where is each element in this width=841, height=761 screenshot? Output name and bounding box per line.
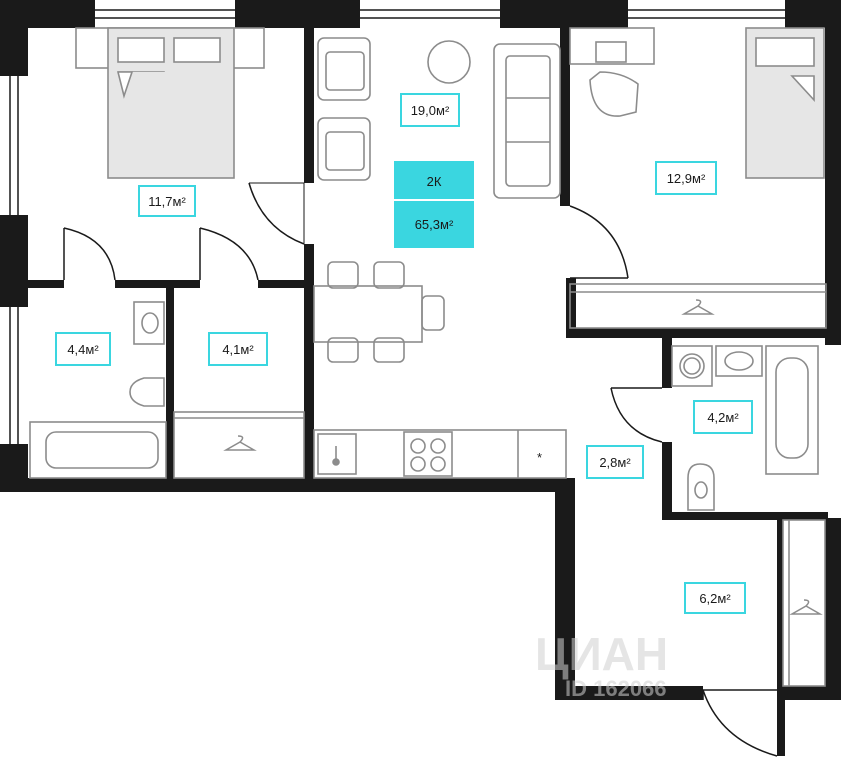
- dining-table: [313, 261, 445, 363]
- area-label-box: [586, 445, 644, 479]
- watermark-id: ID 162066: [565, 676, 667, 701]
- room-labels: [55, 93, 753, 614]
- area-label-box: [693, 400, 753, 434]
- kitchen-counter: *: [313, 429, 567, 479]
- area-label-box: [400, 93, 460, 127]
- double-bed: [75, 27, 265, 179]
- bathtub: [765, 345, 819, 475]
- armchair: [317, 37, 371, 101]
- area-label-box: [138, 185, 196, 217]
- hanger-icon: [789, 599, 823, 615]
- sink: [133, 301, 165, 345]
- toilet: [129, 377, 165, 407]
- furniture: *: [29, 27, 827, 687]
- room-area-texts: 11,7м² 19,0м² 12,9м² 4,4м² 4,1м² 2,8м² 4…: [67, 103, 739, 606]
- desk: [569, 27, 655, 117]
- area-bathroom-2: 4,2м²: [707, 410, 739, 425]
- area-entrance: 6,2м²: [699, 591, 731, 606]
- apartment-summary: 2К 65,3м²: [394, 161, 474, 248]
- area-bedroom-2: 12,9м²: [667, 171, 706, 186]
- total-area: 65,3м²: [415, 217, 454, 232]
- coffee-table: [427, 40, 471, 84]
- closet: [569, 283, 827, 329]
- interior-walls: [28, 28, 828, 686]
- sofa: [493, 43, 561, 199]
- svg-text:*: *: [537, 450, 542, 465]
- armchair: [317, 117, 371, 181]
- area-label-box: [684, 582, 746, 614]
- area-label-box: [55, 332, 111, 366]
- watermark-brand: ЦИАН: [535, 628, 668, 680]
- windows: [9, 9, 785, 444]
- watermark: ЦИАН ID 162066: [535, 628, 668, 701]
- room-count: 2К: [427, 174, 442, 189]
- area-hall: 2,8м²: [599, 455, 631, 470]
- doors: [63, 182, 778, 757]
- bathtub: [29, 421, 167, 479]
- entrance-closet: [782, 519, 826, 687]
- hanger-icon: [681, 299, 715, 315]
- area-bathroom-1: 4,4м²: [67, 342, 99, 357]
- single-bed: [745, 27, 825, 179]
- area-label-box: [208, 332, 268, 366]
- area-wardrobe-1: 4,1м²: [222, 342, 254, 357]
- area-living: 19,0м²: [411, 103, 450, 118]
- sink: [715, 345, 763, 377]
- washing-machine: [671, 345, 713, 387]
- hanger-icon: [223, 435, 257, 451]
- area-label-box: [655, 161, 717, 195]
- area-bedroom-1: 11,7м²: [148, 194, 186, 209]
- wardrobe: [173, 411, 305, 479]
- toilet: [687, 463, 715, 511]
